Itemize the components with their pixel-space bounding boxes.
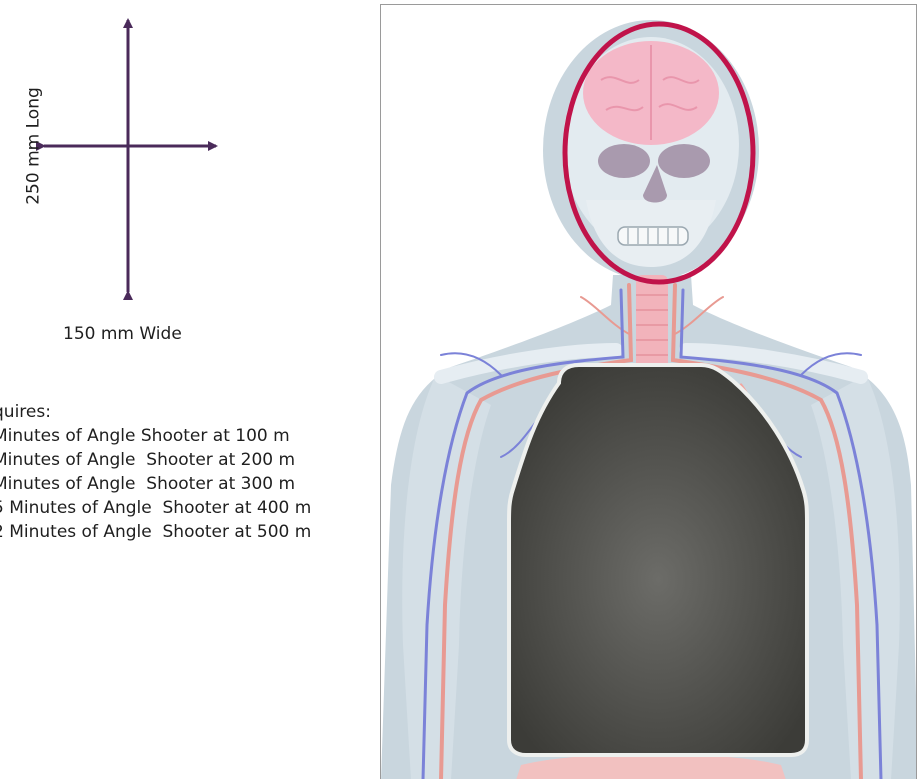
armor-plate (509, 365, 807, 755)
requirements-text: quires: Minutes of Angle Shooter at 100 … (0, 400, 311, 544)
brain (583, 41, 719, 145)
requirement-line: Minutes of Angle Shooter at 300 m (0, 472, 311, 496)
requirement-line: Minutes of Angle Shooter at 200 m (0, 448, 311, 472)
requirements-heading: quires: (0, 400, 311, 424)
width-label: 150 mm Wide (63, 326, 182, 343)
neck-spine (636, 275, 668, 370)
length-label: 250 mm Long (26, 87, 43, 205)
requirement-line: 5 Minutes of Angle Shooter at 400 m (0, 496, 311, 520)
requirement-line: Minutes of Angle Shooter at 100 m (0, 424, 311, 448)
teeth (618, 227, 688, 245)
target-figure-panel (380, 4, 917, 779)
requirement-line: 2 Minutes of Angle Shooter at 500 m (0, 520, 311, 544)
